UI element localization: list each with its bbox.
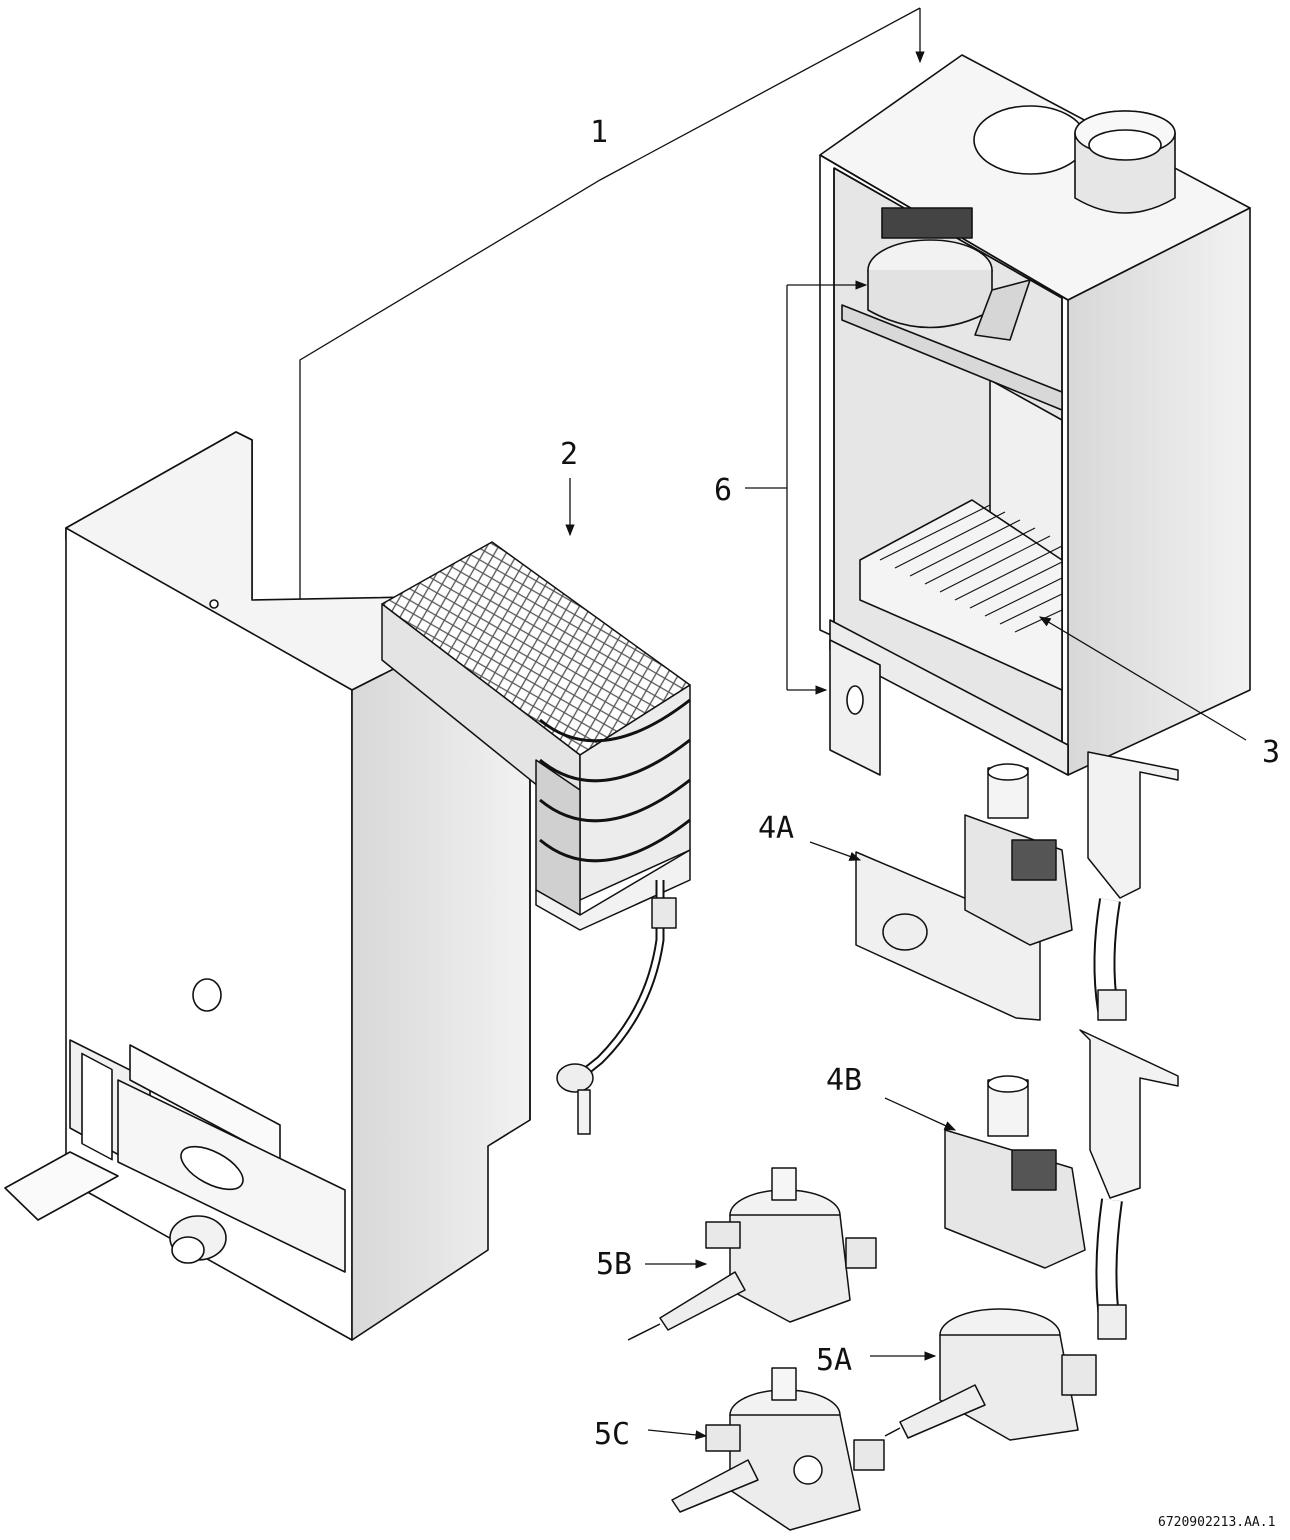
water-valve-5b bbox=[627, 1167, 877, 1341]
label-5c: 5C bbox=[594, 1417, 631, 1452]
label-5a: 5A bbox=[816, 1343, 853, 1378]
leader-4b bbox=[884, 1097, 957, 1131]
label-1: 1 bbox=[590, 115, 609, 150]
label-6: 6 bbox=[714, 473, 733, 508]
leader-3 bbox=[1038, 616, 1247, 741]
gas-valve-4a bbox=[855, 751, 1179, 1021]
leader-4a bbox=[809, 841, 862, 861]
leader-6 bbox=[745, 280, 868, 695]
label-3: 3 bbox=[1262, 735, 1281, 770]
label-4a: 4A bbox=[758, 811, 795, 846]
label-4b: 4B bbox=[826, 1063, 863, 1098]
label-5b: 5B bbox=[596, 1247, 633, 1282]
leader-5c bbox=[647, 1429, 708, 1440]
heat-exchanger bbox=[381, 541, 691, 1135]
gas-valve-4b bbox=[944, 1029, 1179, 1340]
label-2: 2 bbox=[560, 437, 579, 472]
leader-1 bbox=[295, 7, 925, 612]
water-valve-5a bbox=[884, 1308, 1097, 1441]
inner-frame bbox=[819, 54, 1251, 776]
water-valve-5c bbox=[671, 1367, 885, 1531]
reference-code: 6720902213.AA.1 bbox=[1158, 1515, 1276, 1530]
